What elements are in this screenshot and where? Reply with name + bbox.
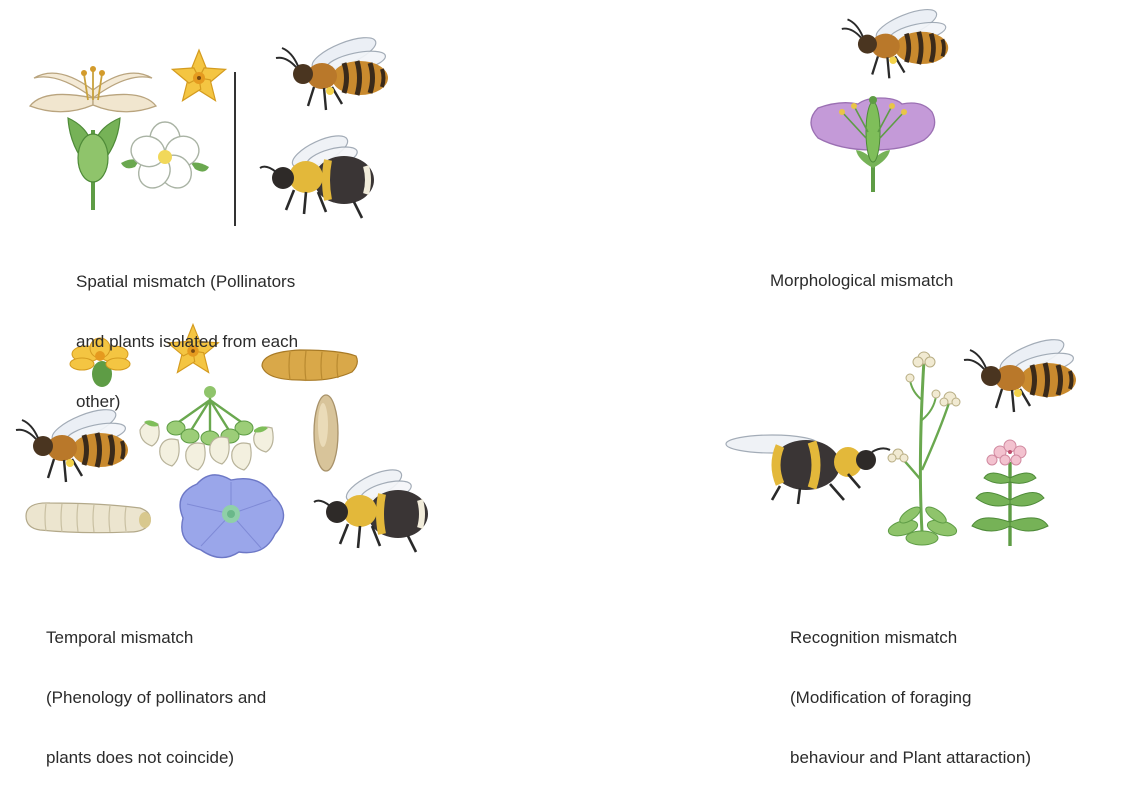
honeybee-icon	[276, 31, 388, 110]
caption-line: Spatial mismatch (Pollinators	[76, 272, 298, 292]
recognition-panel	[726, 333, 1076, 546]
caption-line: Temporal mismatch	[46, 628, 266, 648]
caption-line: and plants isolated from each	[76, 332, 298, 352]
bumblebee-icon	[314, 463, 428, 552]
tall-plant-icon	[887, 352, 960, 545]
seed-icon	[314, 395, 338, 471]
white-flower-icon	[121, 122, 209, 194]
caption-line: (Modification of foraging	[790, 688, 1031, 708]
honeybee-icon	[842, 3, 948, 78]
pink-flower-plant-icon	[972, 440, 1048, 546]
morphological-mismatch-caption: Morphological mismatch	[770, 231, 953, 311]
morphological-panel	[811, 3, 948, 192]
lily-flower-icon	[30, 66, 156, 210]
caption-line: plants does not coincide)	[46, 748, 266, 768]
purple-flower-icon	[811, 96, 935, 192]
larva-icon	[26, 503, 151, 533]
caption-line: Morphological mismatch	[770, 271, 953, 291]
caption-line: Recognition mismatch	[790, 628, 1031, 648]
bumblebee-icon	[260, 129, 374, 218]
caption-line: other)	[76, 392, 298, 412]
spatial-mismatch-caption: Spatial mismatch (Pollinators and plants…	[76, 232, 298, 432]
caption-line: (Phenology of pollinators and	[46, 688, 266, 708]
bumblebee-icon	[726, 435, 890, 504]
honeybee-icon	[964, 333, 1076, 412]
star-flower-icon	[170, 50, 228, 105]
temporal-mismatch-caption: Temporal mismatch (Phenology of pollinat…	[46, 588, 266, 788]
blue-flower-icon	[180, 475, 283, 558]
spatial-panel	[30, 31, 388, 226]
recognition-mismatch-caption: Recognition mismatch (Modification of fo…	[790, 588, 1031, 788]
caption-line: behaviour and Plant attaraction)	[790, 748, 1031, 768]
